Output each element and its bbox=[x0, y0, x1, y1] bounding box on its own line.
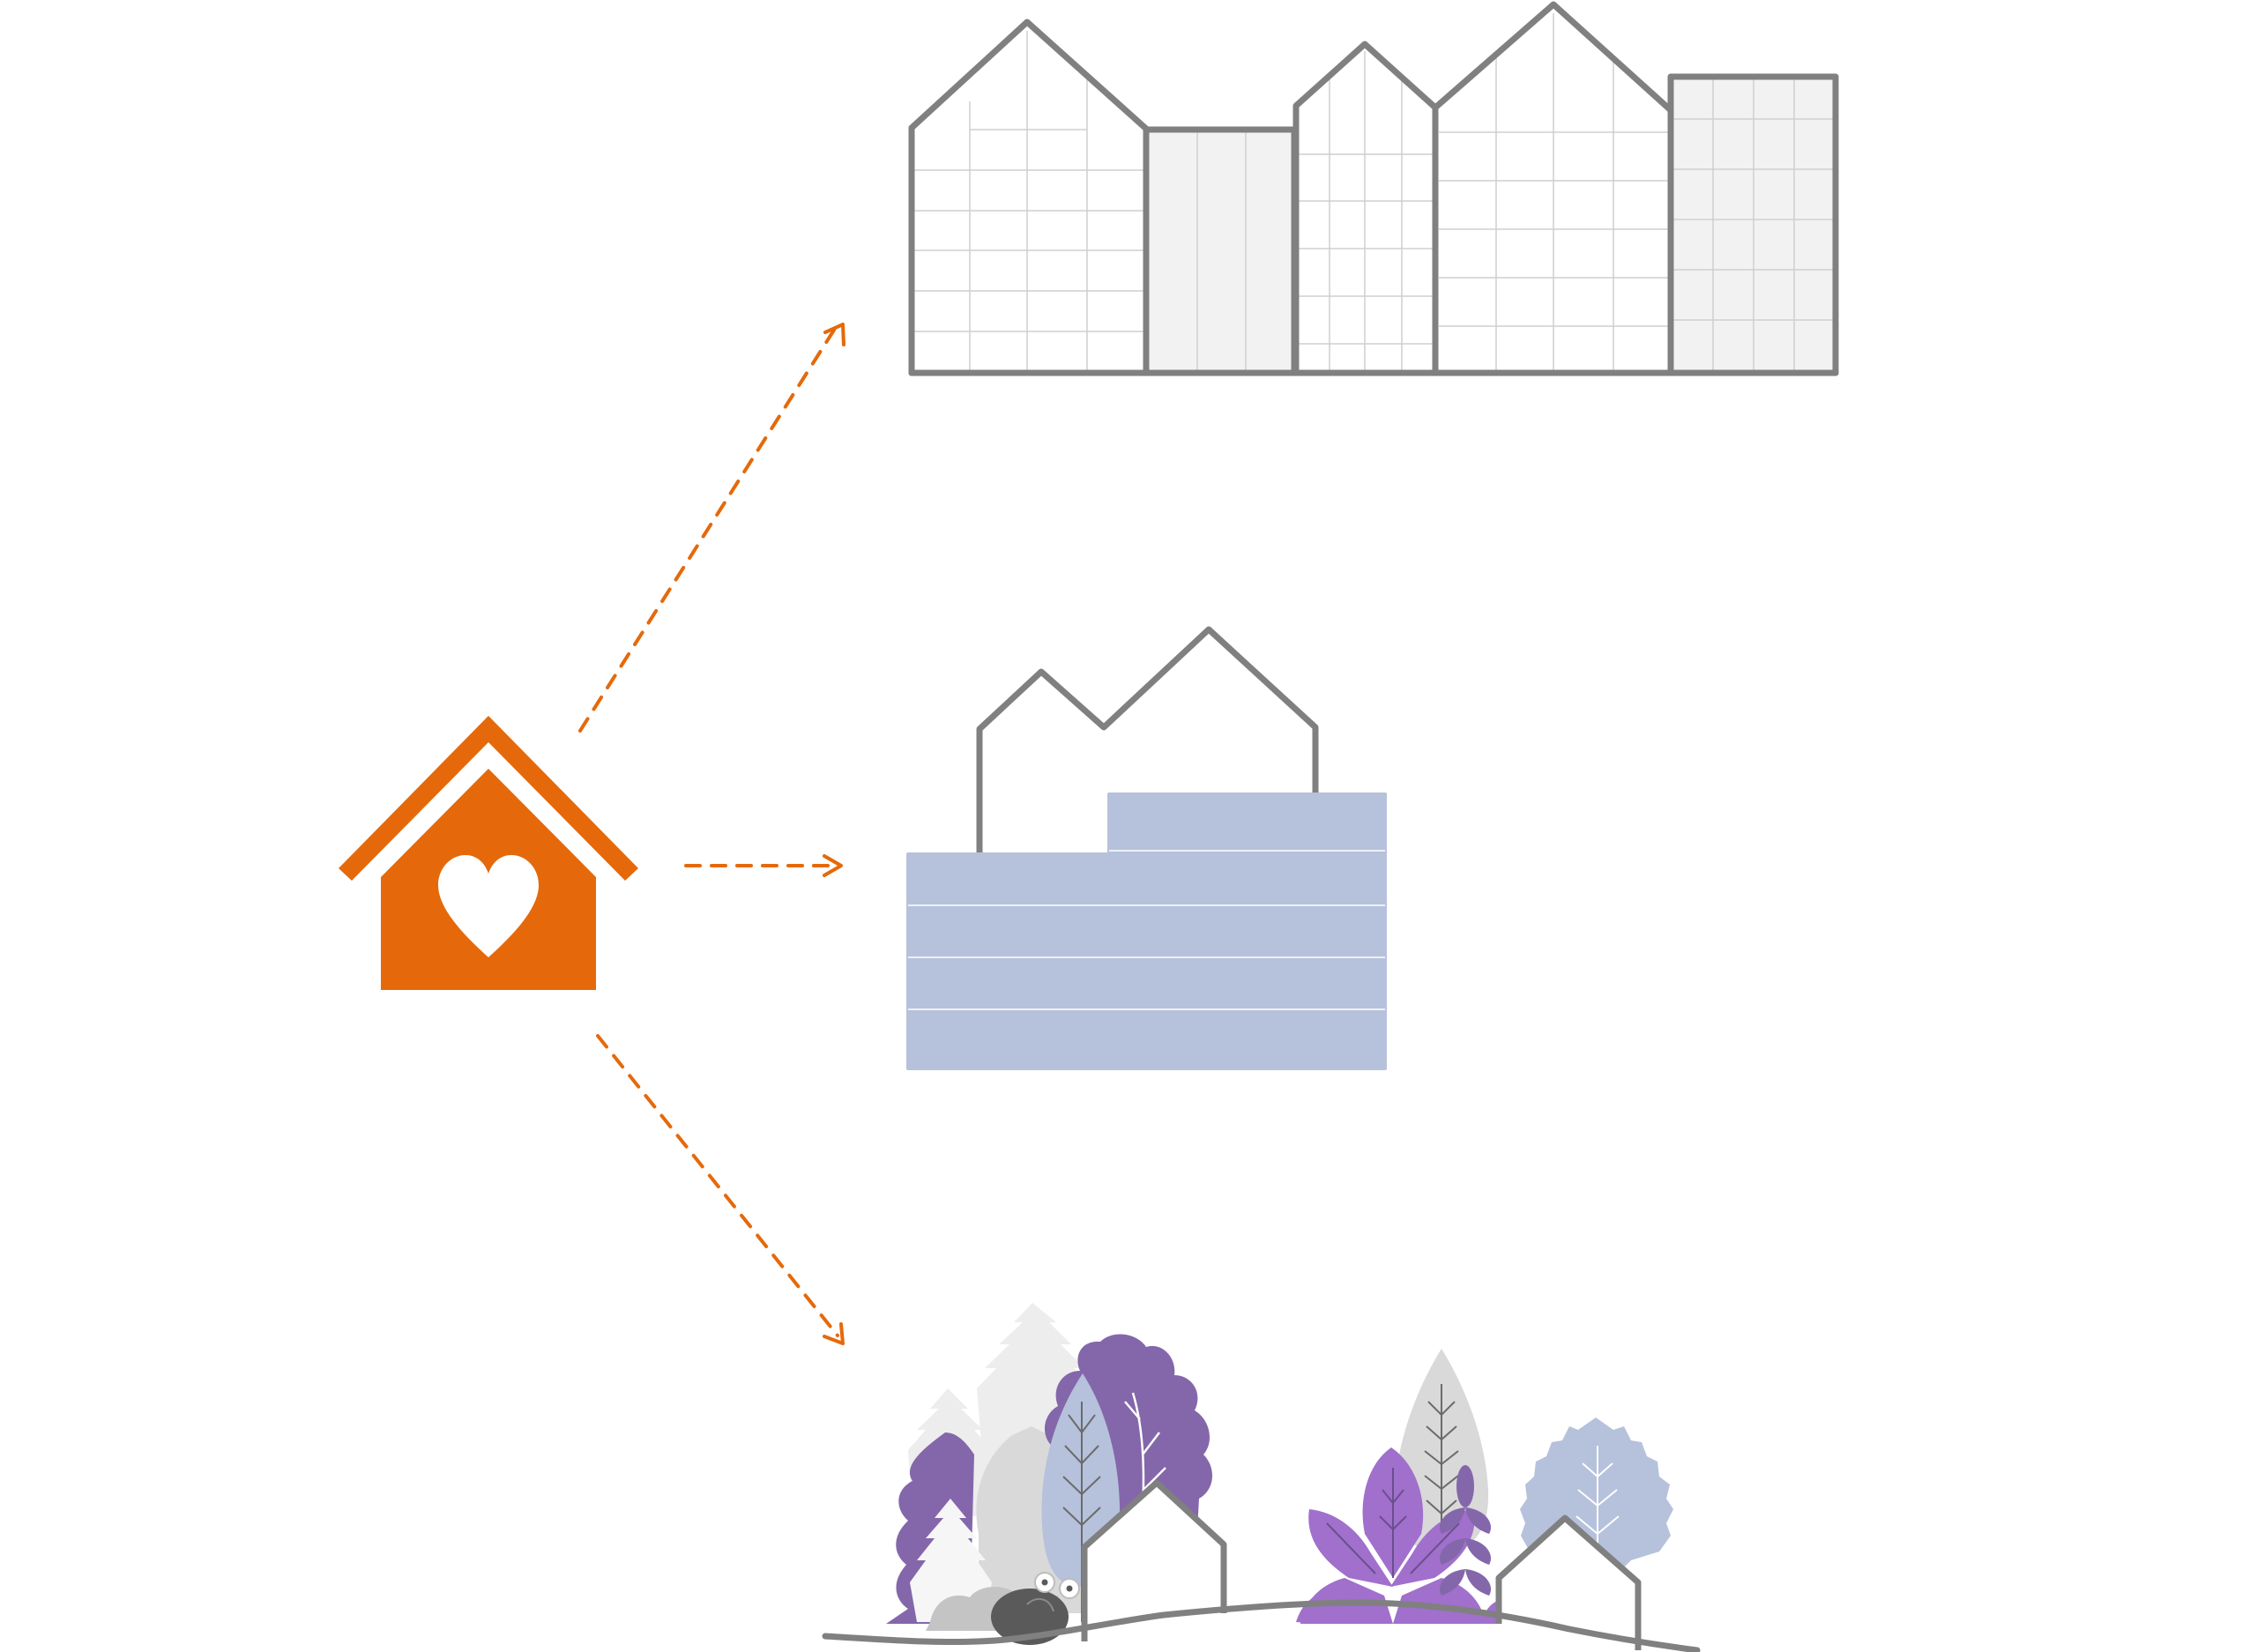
floor-lines bbox=[908, 850, 1385, 1010]
heart-icon bbox=[438, 855, 539, 957]
purple-fern bbox=[1440, 1465, 1491, 1596]
ground-line bbox=[822, 1599, 1701, 1652]
arrow-to-apartment-row bbox=[578, 323, 845, 733]
arrow-to-village-in-nature bbox=[596, 1034, 845, 1345]
house-small-left bbox=[1081, 1479, 1227, 1641]
lilac-leaf-veins bbox=[1326, 1468, 1460, 1578]
house-small-right bbox=[1495, 1514, 1642, 1650]
arrows bbox=[578, 323, 845, 1345]
module-block bbox=[906, 793, 1387, 1070]
building-1 bbox=[912, 22, 1146, 373]
grey-leaf-veins bbox=[1424, 1384, 1459, 1552]
modular-housing-icon bbox=[906, 626, 1387, 1070]
arrow-to-stacked-modules bbox=[684, 854, 843, 877]
building-3 bbox=[1296, 44, 1435, 373]
roof-outline bbox=[976, 626, 1319, 854]
building-5 bbox=[1672, 77, 1836, 373]
house-heart-icon bbox=[339, 716, 638, 990]
gabled-buildings-icon bbox=[908, 1, 1839, 376]
white-fir bbox=[910, 1499, 992, 1622]
houses-in-forest-icon bbox=[822, 1303, 1701, 1652]
building-2 bbox=[1148, 130, 1294, 373]
building-4 bbox=[1437, 4, 1671, 373]
